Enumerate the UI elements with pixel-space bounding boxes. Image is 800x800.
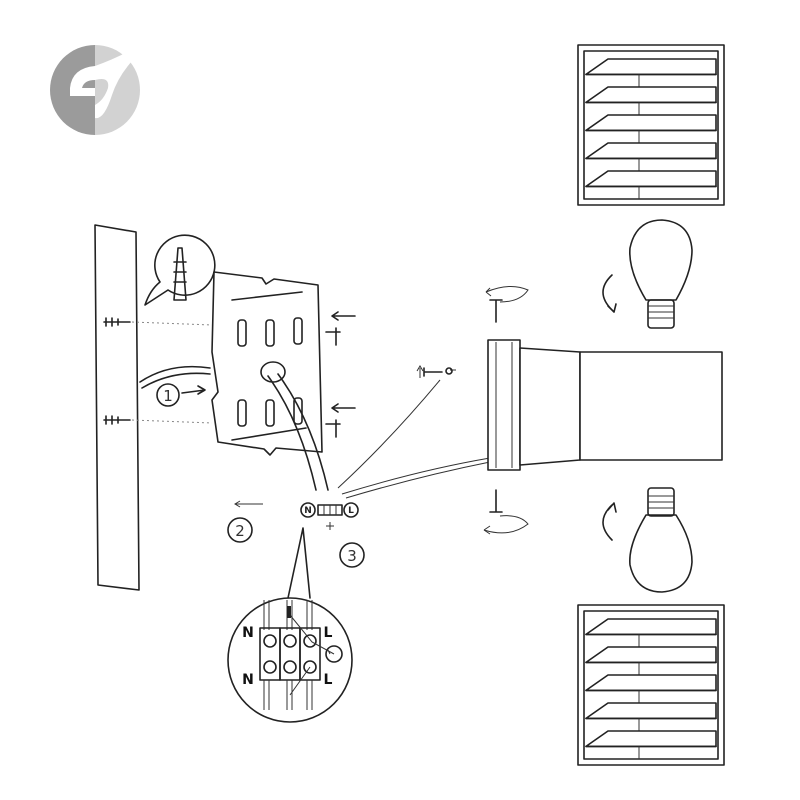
lamp-wires	[341, 457, 491, 499]
detail-label-n-top: N	[242, 625, 254, 641]
wall-plug-lower	[103, 415, 213, 425]
bulb-bottom	[602, 487, 693, 593]
wall-plug-upper	[103, 317, 213, 327]
rotate-arrow-icon	[602, 502, 617, 541]
step-2-label: 2	[235, 522, 245, 540]
terminal-block	[317, 504, 343, 530]
terminal-live-badge	[343, 502, 359, 518]
detail-label-l-bottom: L	[324, 672, 333, 688]
lamp-body	[487, 339, 723, 471]
plate-screw-lower	[325, 403, 356, 438]
grille-top	[577, 44, 725, 206]
rotate-arrow-icon	[602, 274, 617, 313]
step-1-badge	[156, 383, 180, 407]
grille-bottom	[577, 604, 725, 766]
mains-cable	[139, 365, 211, 383]
lamp-screw-top	[485, 286, 529, 323]
wall-plug-detail	[144, 234, 216, 306]
step-1-label: 1	[163, 387, 173, 405]
step-3-label: 3	[347, 547, 357, 565]
terminal-live-label: L	[348, 506, 354, 516]
terminal-detail	[227, 527, 353, 723]
detail-label-n-bottom: N	[242, 672, 254, 688]
step-2-badge	[227, 517, 253, 543]
detail-label-l-top: L	[324, 625, 333, 641]
earth-arrow	[416, 365, 424, 378]
mounting-plate	[211, 271, 329, 491]
brand-logo	[50, 45, 145, 135]
terminal-neutral-label: N	[304, 506, 312, 516]
terminal-neutral-badge	[300, 502, 316, 518]
ground-symbol-icon	[325, 645, 343, 663]
step-2-arrow	[234, 500, 263, 508]
lamp-screw-bottom	[483, 489, 529, 535]
earth-screw	[423, 367, 443, 377]
plate-screw-upper	[325, 311, 356, 346]
bulb-top	[602, 219, 693, 329]
step-3-badge	[339, 542, 365, 568]
step-1-arrow	[181, 385, 206, 395]
wire-earth	[337, 369, 456, 489]
wall	[94, 224, 140, 591]
earth-ring-terminal	[445, 367, 453, 375]
